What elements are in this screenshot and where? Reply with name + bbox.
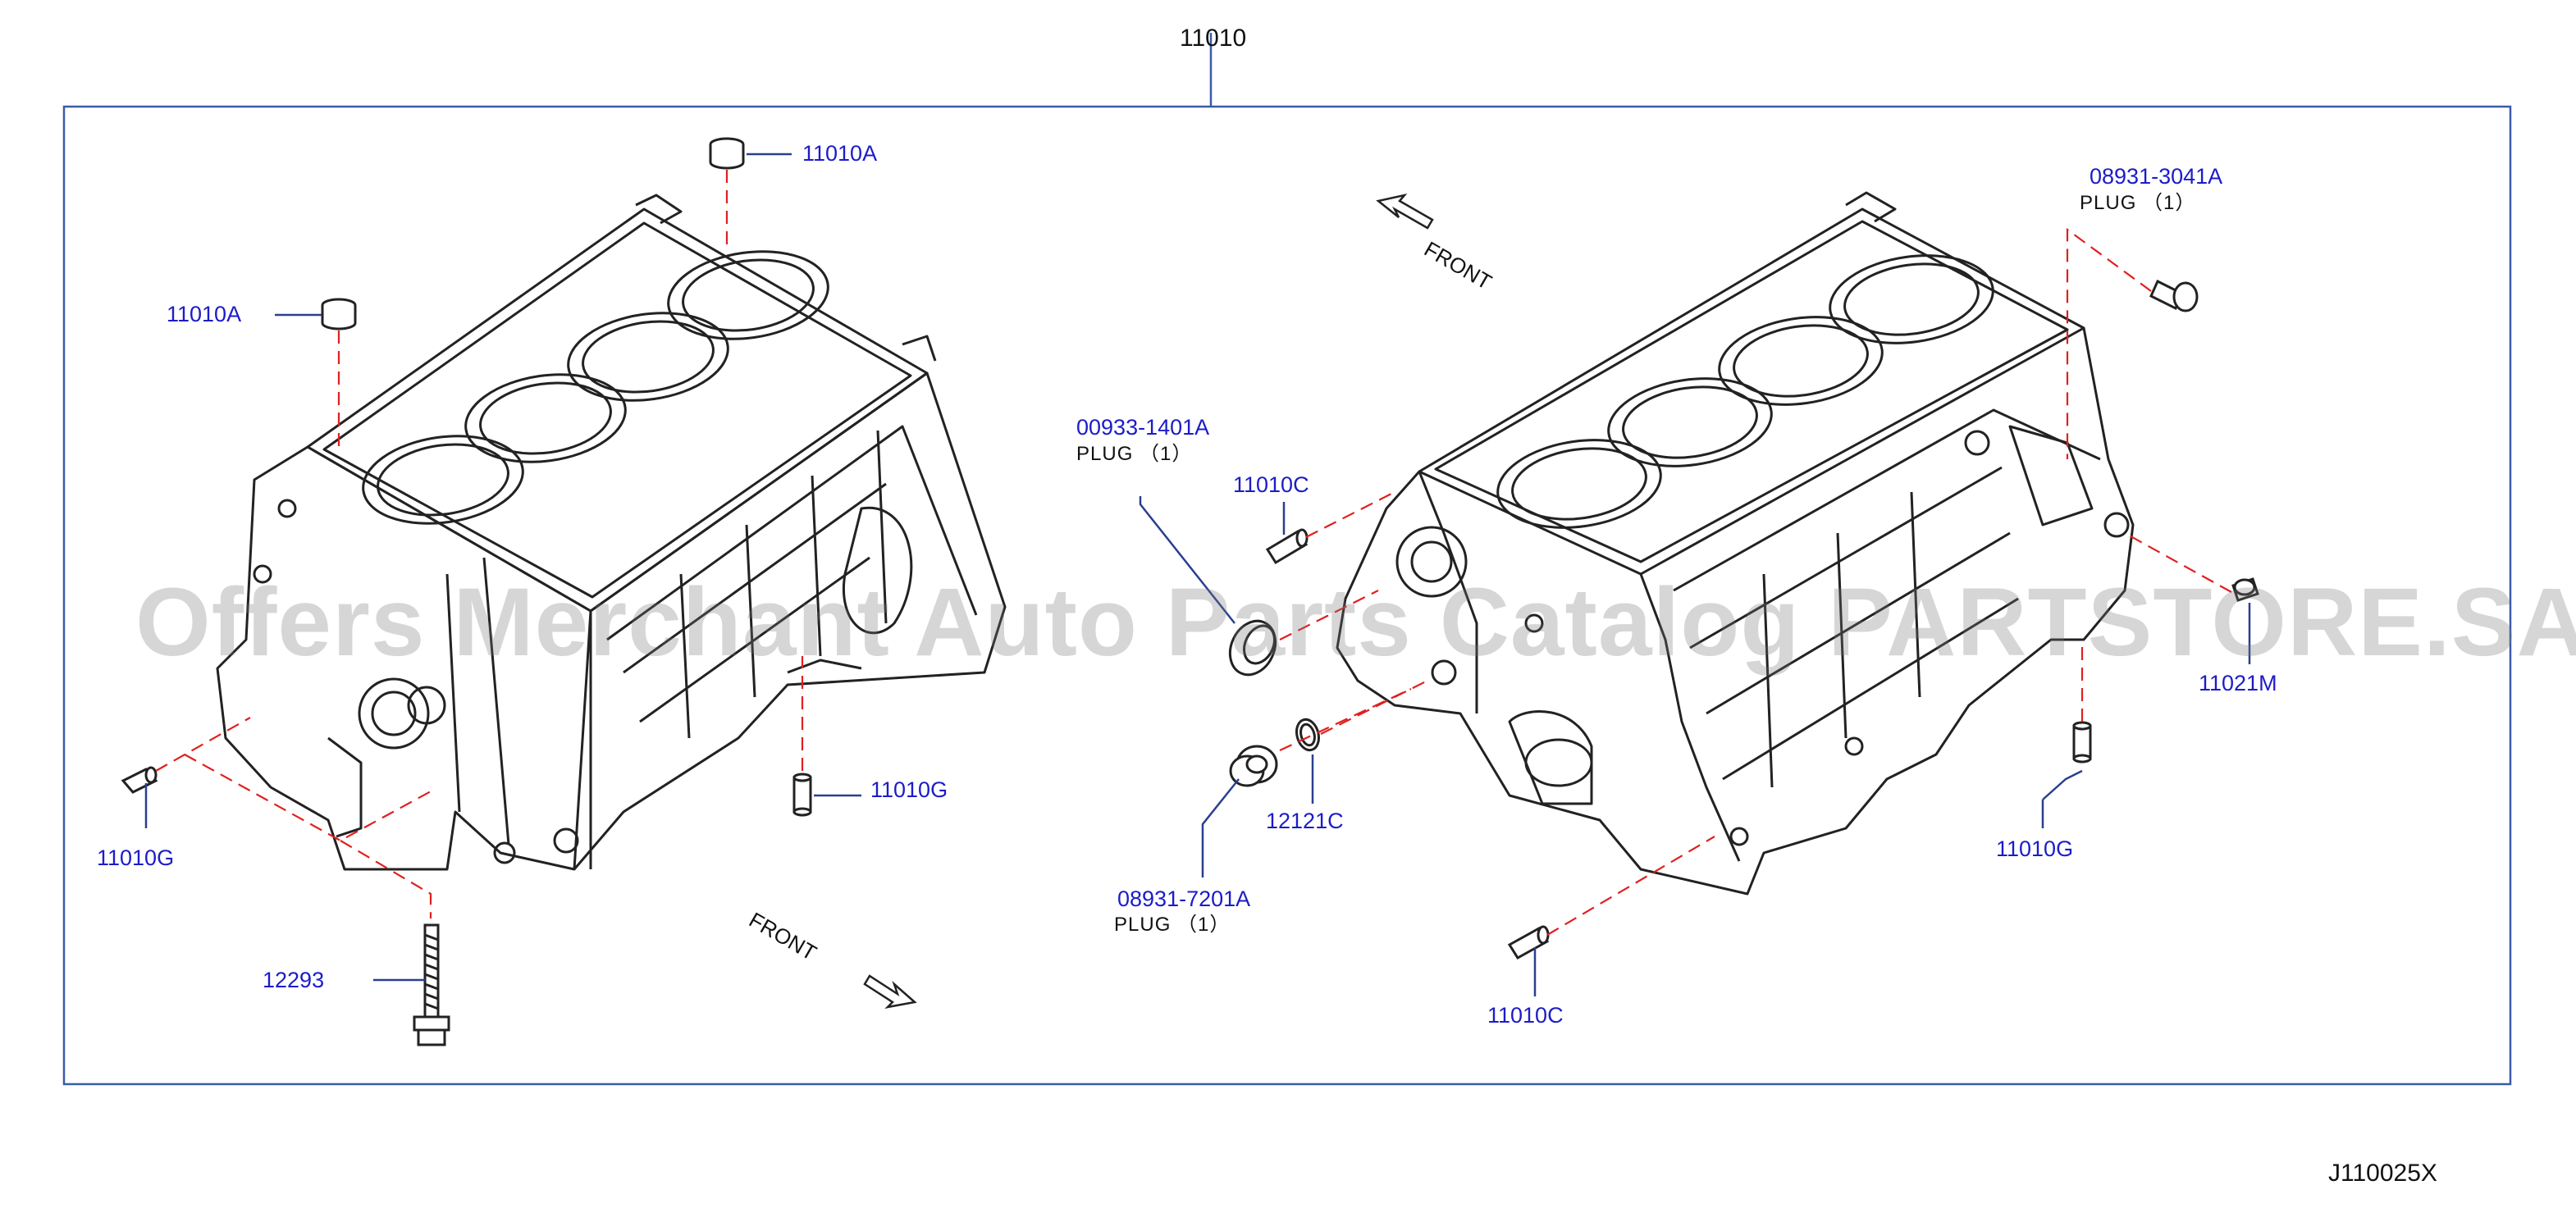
part-shapes [121, 137, 2259, 1046]
plug-small-icon [2149, 279, 2199, 312]
part-label-11010c-bottom[interactable]: 11010C [1487, 1003, 1564, 1028]
cylinder-block-right [1336, 191, 2135, 896]
part-desc-08931-3041a: PLUG （1） [2080, 192, 2196, 214]
part-label-11010g-mid[interactable]: 11010G [870, 777, 948, 802]
part-label-11010g-left[interactable]: 11010G [97, 846, 175, 870]
part-label-11010a-top[interactable]: 11010A [802, 141, 878, 166]
dowel-pin-mid-icon [792, 773, 812, 817]
leader-lines [144, 153, 2251, 996]
assembly-number: 11010 [1180, 25, 1247, 52]
diagram-frame [62, 33, 2512, 1086]
dowel-cap-top-icon [709, 137, 745, 170]
part-desc-00933-1401a: PLUG （1） [1076, 443, 1193, 465]
o-ring-icon [1295, 718, 1320, 752]
watermark: Offers Merchant Auto Parts Catalog PARTS… [135, 568, 2576, 677]
dashed-guides [155, 170, 2232, 936]
part-label-00933-1401a[interactable]: 00933-1401A [1076, 415, 1210, 440]
plug-large-icon [1229, 745, 1278, 787]
front-arrow-top-icon [1376, 193, 1434, 230]
plug-11021m-icon [2231, 577, 2259, 602]
dowel-cap-left-icon [321, 298, 357, 330]
front-arrows [863, 193, 1434, 1009]
oil-seal-icon [1228, 619, 1277, 677]
part-label-11010g-right[interactable]: 11010G [1996, 836, 2074, 861]
part-label-12293[interactable]: 12293 [263, 968, 325, 992]
part-label-08931-7201a[interactable]: 08931-7201A [1117, 887, 1251, 911]
dowel-pin-left-icon [121, 766, 158, 794]
cylinder-block-left [216, 194, 1007, 871]
part-label-11021m[interactable]: 11021M [2199, 671, 2277, 695]
part-label-11010a-left[interactable]: 11010A [167, 302, 242, 326]
part-label-11010c-top[interactable]: 11010C [1233, 472, 1309, 497]
dowel-pin-bottom-icon [1507, 925, 1550, 960]
bolt-icon [413, 923, 450, 1046]
part-label-08931-3041a[interactable]: 08931-3041A [2090, 164, 2223, 189]
part-desc-08931-7201a: PLUG （1） [1114, 914, 1231, 936]
dowel-pin-right-icon [2072, 721, 2092, 763]
dowel-pin-top-right-icon [1265, 528, 1309, 565]
front-arrow-bottom-icon [863, 974, 917, 1009]
part-label-12121c[interactable]: 12121C [1266, 809, 1344, 833]
diagram-code: J110025X [2328, 1160, 2437, 1187]
